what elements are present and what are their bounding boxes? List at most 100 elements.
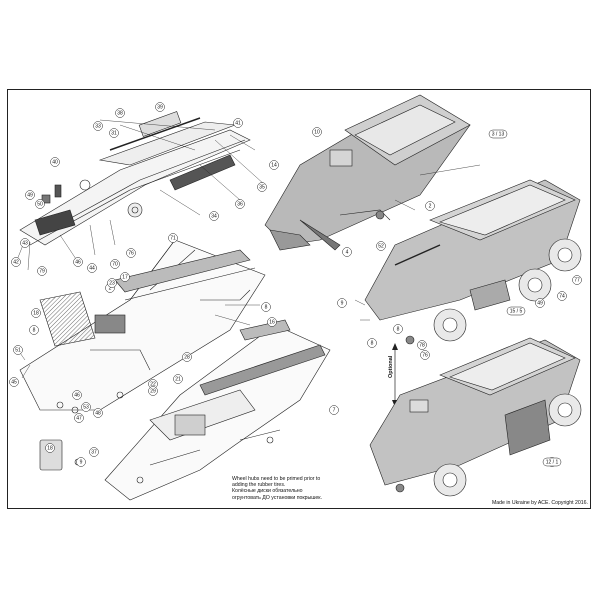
callout-5: 49	[25, 190, 35, 200]
callout-number: 4	[346, 249, 349, 255]
part-callouts: 3338394140495031363534424346447071767922…	[9, 102, 582, 467]
callout-number: 50	[37, 201, 43, 207]
callout-number: 49	[27, 192, 33, 198]
callout-11: 42	[11, 257, 21, 267]
copyright-notice: Made in Ukraine by ACE. Copyright 2016.	[491, 500, 588, 506]
callout-circle	[45, 443, 55, 453]
callout-number: 28	[184, 354, 190, 360]
callout-24: 8	[29, 325, 39, 335]
callout-0: 33	[93, 121, 103, 131]
primer-note: Wheel hubs need to be primed prior to ad…	[232, 476, 322, 501]
callout-42: 14	[269, 160, 279, 170]
callout-number: 2	[429, 203, 432, 209]
callout-49: 76	[420, 350, 430, 360]
callout-number: 47	[76, 415, 82, 421]
callout-33: 48	[93, 408, 103, 418]
callout-8: 36	[235, 199, 245, 209]
callout-28: 28	[182, 352, 192, 362]
callout-circle	[126, 248, 136, 258]
callout-circle	[173, 374, 183, 384]
wheeled-hull-assembly	[354, 179, 582, 345]
callout-number: 45	[11, 379, 17, 385]
callout-number: 12 / 1	[546, 459, 559, 465]
callout-circle	[155, 102, 165, 112]
callout-circle	[9, 377, 19, 387]
callout-circle	[261, 302, 271, 312]
callout-6: 50	[35, 199, 45, 209]
callout-circle	[20, 238, 30, 248]
callout-47: 9	[337, 298, 347, 308]
callout-number: 31	[111, 130, 117, 136]
callout-39: 37	[89, 447, 99, 457]
final-hull-assembly	[369, 337, 582, 497]
callout-number: 10	[314, 129, 320, 135]
callout-number: 36	[237, 201, 243, 207]
callout-number: 39	[157, 104, 163, 110]
callout-circle	[50, 157, 60, 167]
callout-number: 16	[269, 319, 275, 325]
callout-number: 9	[80, 459, 83, 465]
callout-number: 78	[419, 342, 425, 348]
callout-17: 76	[126, 248, 136, 258]
primer-note-en-2: adding the rubber tires.	[232, 482, 286, 489]
callout-22: 8	[261, 302, 271, 312]
callout-30: 51	[13, 345, 23, 355]
callout-circle	[367, 338, 377, 348]
callout-circle	[35, 199, 45, 209]
callout-number: 74	[559, 293, 565, 299]
callout-number: 37	[91, 449, 97, 455]
callout-circle	[257, 182, 267, 192]
optional-indicator: Optional	[388, 343, 398, 407]
callout-number: 46	[75, 259, 81, 265]
callout-number: 22	[150, 381, 156, 387]
callout-37: 18	[45, 443, 55, 453]
callout-48: 15 / 5	[506, 306, 526, 316]
callout-number: 53	[83, 404, 89, 410]
callout-45: 2	[425, 201, 435, 211]
callout-circle	[31, 308, 41, 318]
callout-circle	[535, 298, 545, 308]
callout-circle	[312, 127, 322, 137]
callout-number: 14	[271, 162, 277, 168]
callout-circle	[13, 345, 23, 355]
callout-3: 41	[233, 118, 243, 128]
callout-circle	[109, 128, 119, 138]
callout-18: 79	[37, 266, 47, 276]
callout-number: 44	[89, 265, 95, 271]
callout-number: 2	[109, 285, 112, 291]
callout-circle	[417, 340, 427, 350]
callout-number: 18	[47, 445, 53, 451]
callout-46: 52	[376, 241, 386, 251]
callout-number: 8	[33, 327, 36, 333]
callout-number: 41	[235, 120, 241, 126]
callout-badge	[542, 457, 562, 467]
callout-circle	[11, 257, 21, 267]
callout-44: 10	[312, 127, 322, 137]
callout-circle	[89, 447, 99, 457]
callout-circle	[73, 257, 83, 267]
callout-9: 35	[257, 182, 267, 192]
callout-circle	[557, 291, 567, 301]
callout-circle	[329, 405, 339, 415]
callout-number: 21	[175, 376, 181, 382]
callout-circle	[93, 408, 103, 418]
callout-36: 7	[329, 405, 339, 415]
callout-15: 70	[110, 259, 120, 269]
callout-circle	[115, 108, 125, 118]
callout-number: 9	[341, 300, 344, 306]
callout-number: 79	[39, 268, 45, 274]
callout-number: 15 / 5	[510, 308, 523, 314]
callout-52: 77	[572, 275, 582, 285]
callout-circle	[393, 324, 403, 334]
callout-number: 40	[52, 159, 58, 165]
callout-number: 34	[211, 213, 217, 219]
callout-badge	[506, 306, 526, 316]
callout-number: 51	[15, 347, 21, 353]
callout-number: 8	[397, 326, 400, 332]
callout-circle	[81, 402, 91, 412]
chassis-assembly	[14, 111, 266, 271]
callout-circle	[120, 272, 130, 282]
callout-54: 12 / 1	[542, 457, 562, 467]
callout-circle	[25, 190, 35, 200]
